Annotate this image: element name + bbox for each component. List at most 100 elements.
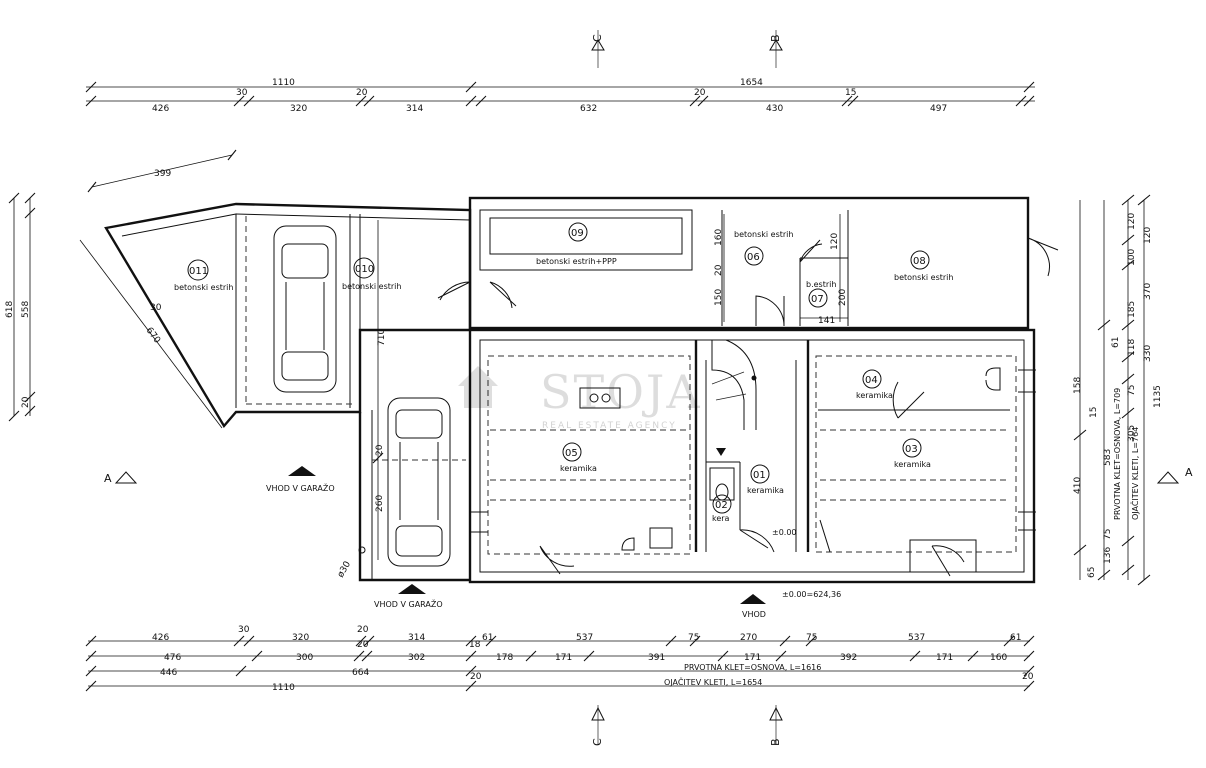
room-04: 04 keramika: [856, 369, 893, 400]
top-dim-1110: 1110: [272, 78, 295, 88]
svg-text:61: 61: [1111, 337, 1121, 348]
svg-text:VHOD V GARAŽO: VHOD V GARAŽO: [266, 482, 335, 493]
svg-text:betonski estrih: betonski estrih: [174, 283, 233, 292]
svg-text:05: 05: [565, 448, 578, 459]
room-09: 09 betonski estrih+PPP: [536, 222, 617, 266]
svg-text:±0.00: ±0.00: [772, 528, 797, 537]
building-walls: [104, 196, 1059, 584]
svg-text:446: 446: [160, 668, 177, 678]
svg-text:VHOD V GARAŽO: VHOD V GARAŽO: [374, 598, 443, 609]
svg-text:160: 160: [990, 653, 1007, 663]
svg-text:120: 120: [830, 233, 840, 250]
svg-text:391: 391: [648, 653, 665, 663]
inner-dimensions: 160 20 150 120 200 141 710 20 260 ø30 ±0…: [336, 214, 848, 580]
svg-text:200: 200: [838, 289, 848, 306]
svg-text:118: 118: [1127, 339, 1137, 356]
room-08: 08 betonski estrih: [894, 250, 953, 282]
svg-text:ø30: ø30: [336, 560, 353, 580]
svg-text:150: 150: [714, 289, 724, 306]
room-01: 01 keramika: [747, 464, 784, 495]
svg-text:430: 430: [766, 104, 783, 114]
svg-text:20: 20: [375, 444, 385, 456]
svg-text:betonski estrih: betonski estrih: [734, 230, 793, 239]
top-dimensions: 1110 1654 426 30 320 20 314 632 20 430 1…: [85, 78, 1035, 114]
svg-text:583: 583: [1103, 449, 1113, 466]
svg-text:15: 15: [845, 88, 856, 98]
svg-text:keramika: keramika: [560, 464, 597, 473]
svg-text:399: 399: [154, 169, 171, 179]
svg-text:20: 20: [694, 88, 706, 98]
top-dim-1654: 1654: [740, 78, 763, 88]
svg-text:558: 558: [21, 301, 31, 318]
section-marker-b-bottom: B: [769, 705, 783, 746]
room-06: 06 betonski estrih: [734, 230, 793, 266]
svg-text:75: 75: [1103, 529, 1113, 540]
svg-text:75: 75: [1127, 385, 1137, 396]
svg-text:betonski estrih: betonski estrih: [342, 282, 401, 291]
svg-text:100: 100: [1127, 249, 1137, 266]
svg-text:02: 02: [715, 500, 728, 511]
svg-text:betonski estrih: betonski estrih: [894, 273, 953, 282]
svg-text:01: 01: [753, 470, 766, 481]
svg-text:B: B: [769, 34, 782, 42]
svg-text:632: 632: [580, 104, 597, 114]
svg-text:171: 171: [936, 653, 953, 663]
svg-text:20: 20: [357, 625, 369, 635]
svg-text:08: 08: [913, 256, 926, 267]
section-marker-a-left: A: [104, 471, 138, 485]
svg-text:61: 61: [482, 633, 493, 643]
svg-text:537: 537: [908, 633, 925, 643]
svg-text:158: 158: [1073, 377, 1083, 394]
entrance-garage-2: VHOD V GARAŽO: [374, 584, 443, 609]
svg-text:270: 270: [740, 633, 757, 643]
level-reference: ±0.00=624,36: [782, 590, 841, 599]
svg-text:120: 120: [1127, 213, 1137, 230]
svg-text:320: 320: [292, 633, 309, 643]
room-03: 03 keramika: [894, 438, 931, 469]
section-marker-c-top: C: [591, 30, 605, 68]
svg-text:141: 141: [818, 316, 835, 326]
svg-text:A: A: [1185, 466, 1193, 479]
right-dimensions: 120 100 185 61 118 75 158 15 583 305 75 …: [1073, 194, 1163, 586]
svg-text:STOJA: STOJA: [540, 365, 702, 419]
svg-text:178: 178: [496, 653, 513, 663]
svg-text:120: 120: [1143, 227, 1153, 244]
svg-text:537: 537: [576, 633, 593, 643]
svg-text:260: 260: [375, 495, 385, 512]
svg-text:302: 302: [408, 653, 425, 663]
svg-text:b.estrih: b.estrih: [806, 280, 836, 289]
svg-text:20: 20: [21, 396, 31, 408]
svg-text:171: 171: [744, 653, 761, 663]
car-icon-upper: [273, 225, 337, 393]
svg-text:314: 314: [406, 104, 423, 114]
svg-text:497: 497: [930, 104, 947, 114]
room-05: 05 keramika: [560, 442, 597, 473]
svg-text:710: 710: [377, 329, 387, 346]
svg-text:426: 426: [152, 104, 169, 114]
svg-text:1135: 1135: [1153, 385, 1163, 408]
svg-text:VHOD: VHOD: [742, 610, 766, 619]
svg-text:OJAČITEV KLETI, L=1654: OJAČITEV KLETI, L=1654: [664, 676, 762, 687]
svg-text:C: C: [591, 738, 604, 746]
svg-text:30: 30: [150, 303, 162, 313]
svg-text:09: 09: [571, 228, 584, 239]
svg-text:171: 171: [555, 653, 572, 663]
svg-text:476: 476: [164, 653, 181, 663]
svg-text:A: A: [104, 472, 112, 485]
agency-watermark: STOJA REAL ESTATE AGENCY: [458, 365, 702, 431]
svg-text:30: 30: [238, 625, 250, 635]
svg-text:010: 010: [355, 264, 374, 275]
svg-text:61: 61: [1010, 633, 1021, 643]
svg-text:kera: kera: [712, 514, 730, 523]
svg-text:618: 618: [5, 301, 15, 318]
svg-text:15: 15: [1089, 407, 1099, 418]
svg-text:370: 370: [1143, 283, 1153, 300]
entrance-garage-1: VHOD V GARAŽO: [266, 466, 335, 493]
left-dimensions: 399 670 30 618 558 20: [5, 149, 237, 429]
svg-text:20: 20: [1022, 672, 1034, 682]
svg-text:20: 20: [714, 264, 724, 276]
svg-text:30: 30: [236, 88, 248, 98]
svg-text:410: 410: [1073, 477, 1083, 494]
svg-text:75: 75: [806, 633, 817, 643]
